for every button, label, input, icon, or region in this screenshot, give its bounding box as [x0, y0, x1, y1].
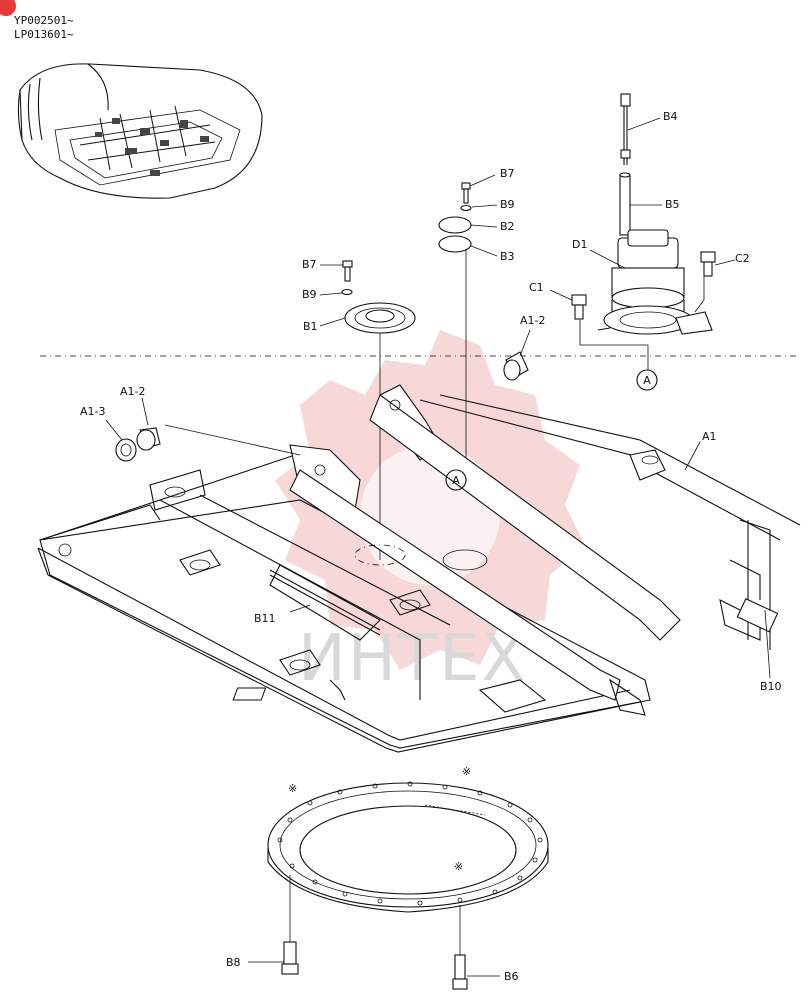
- asterisk-1: ※: [288, 782, 297, 795]
- callout-a1: A1: [702, 430, 717, 443]
- upper-frame-a1: [37, 384, 801, 753]
- callout-c1: C1: [529, 281, 544, 294]
- callout-d1: D1: [572, 238, 587, 251]
- corner-badge: [0, 0, 16, 16]
- excavator-overview-sketch: [17, 63, 263, 199]
- callout-b2: B2: [500, 220, 515, 233]
- leader-lines: [105, 117, 771, 977]
- circled-ref-a-motor: A: [636, 369, 658, 391]
- bushing-parts: [115, 351, 529, 462]
- serial-number-2: LP013601~: [14, 28, 74, 41]
- callout-b9-left: B9: [302, 288, 317, 301]
- callout-a1-2-right: A1-2: [520, 314, 546, 327]
- callout-b8: B8: [226, 956, 241, 969]
- callout-b10: B10: [760, 680, 782, 693]
- callout-b9-top: B9: [500, 198, 515, 211]
- asterisk-3: ※: [454, 860, 463, 873]
- watermark-text: ИНТЕХ: [298, 622, 527, 696]
- svg-text:A: A: [452, 474, 460, 487]
- bolt-b6: [452, 954, 468, 990]
- bolt-b8: [281, 941, 299, 975]
- serial-number-1: YP002501~: [14, 14, 74, 27]
- asterisk-2: ※: [462, 765, 471, 778]
- callout-b5: B5: [665, 198, 680, 211]
- callout-c2: C2: [735, 252, 750, 265]
- callout-b1: B1: [303, 320, 318, 333]
- callout-b7-left: B7: [302, 258, 317, 271]
- cover-plate-parts: [438, 182, 472, 475]
- swing-bearing-ring: [267, 781, 549, 955]
- callout-a1-3: A1-3: [80, 405, 106, 418]
- callout-b11: B11: [254, 612, 276, 625]
- callout-b4: B4: [663, 110, 678, 123]
- swing-motor-assembly: [571, 93, 716, 370]
- callout-a1-2-left: A1-2: [120, 385, 146, 398]
- callout-b7-top: B7: [500, 167, 515, 180]
- callout-b6: B6: [504, 970, 519, 983]
- circled-ref-a-frame: A: [445, 469, 467, 491]
- callout-b3: B3: [500, 250, 515, 263]
- svg-text:A: A: [643, 374, 651, 387]
